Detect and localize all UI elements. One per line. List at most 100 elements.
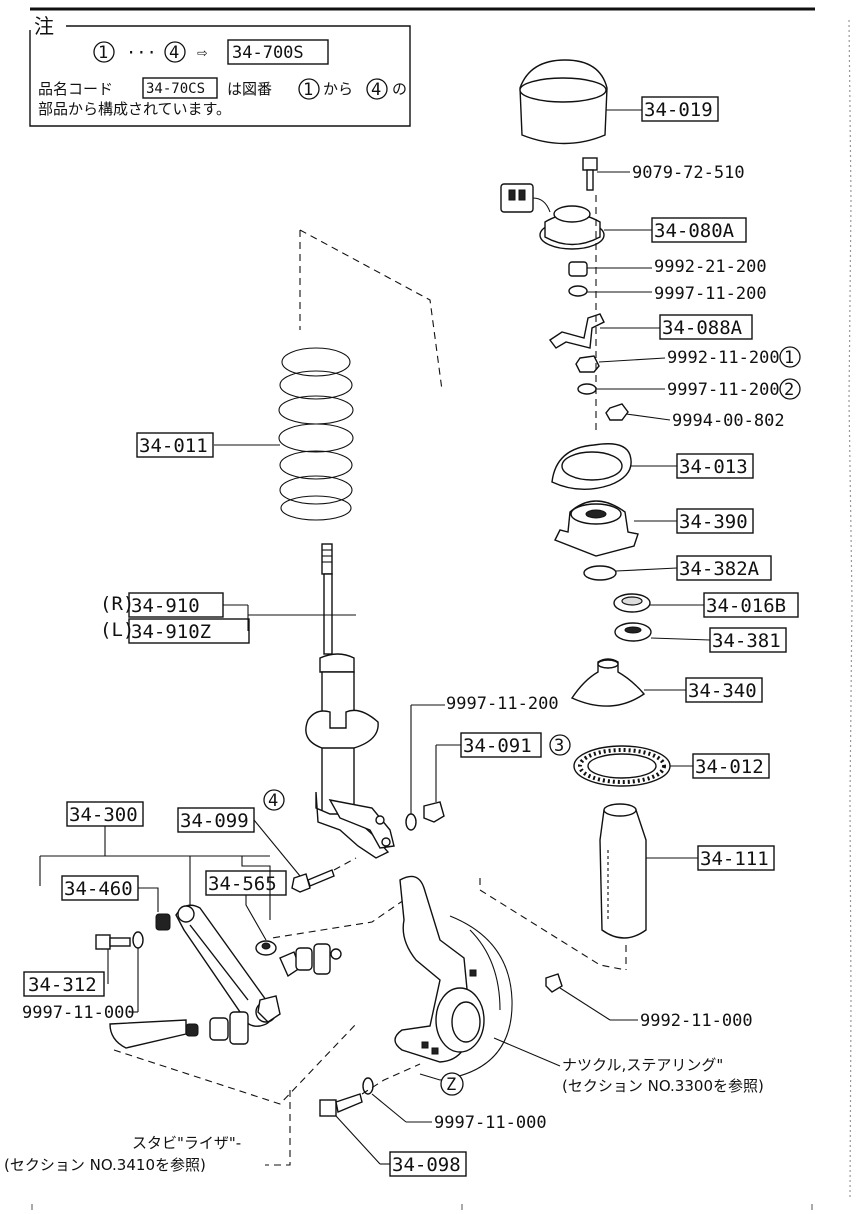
part-bushing-565 — [255, 940, 277, 956]
part-washer-382A — [583, 565, 678, 581]
label-l: (L) — [100, 619, 134, 641]
label-9997-11-200-c: 9997-11-200 — [446, 694, 559, 714]
part-nut-9992-11-000 — [545, 973, 638, 1021]
label-34-111: 34-111 — [700, 848, 769, 870]
part-nut-9994 — [605, 403, 671, 421]
part-seat — [614, 622, 711, 642]
note-box: 注 1 ··· 4 ⇨ 34-700S 品名コード 34-70CS は図番 1 … — [29, 14, 411, 127]
mark-2: 2 — [784, 380, 794, 400]
note-range-dots: ··· — [126, 43, 157, 63]
label-34-312: 34-312 — [28, 974, 97, 996]
note-line2-no: の — [392, 80, 407, 98]
part-lower-arm — [155, 904, 281, 1027]
note-line2-from: 1 — [303, 80, 313, 100]
label-34-099: 34-099 — [180, 810, 249, 832]
part-bolt-312 — [95, 934, 131, 984]
label-34-382A: 34-382A — [679, 558, 760, 580]
label-34-016B: 34-016B — [706, 595, 786, 617]
part-gasket — [551, 443, 677, 490]
label-9992-11-200: 9992-11-200 — [667, 348, 780, 368]
note-line2-mid: は図番 — [227, 80, 272, 98]
leader-dash-z1 — [271, 899, 405, 939]
part-washer-c — [405, 704, 445, 831]
mark-1: 1 — [784, 348, 794, 368]
leader-34-300 — [39, 826, 271, 920]
part-coil-spring — [214, 347, 354, 521]
part-washer-d — [130, 931, 144, 1013]
mark-4: 4 — [268, 791, 278, 811]
part-spring-seat — [570, 658, 686, 707]
label-9997-11-200-a: 9997-11-200 — [654, 284, 767, 304]
label-34-565: 34-565 — [208, 873, 277, 895]
part-washer-e — [362, 1077, 432, 1123]
leader-dash-stab-2 — [265, 1090, 291, 1166]
note-line3: 部品から構成されています。 — [38, 100, 231, 118]
part-actuator — [500, 183, 652, 250]
page-right-edge — [848, 19, 853, 1201]
label-r: (R) — [100, 593, 134, 615]
part-bolt-9079 — [582, 157, 630, 191]
note-range-start: 1 — [98, 43, 108, 63]
leader-dash-spring — [299, 229, 443, 391]
label-knuckle-ref: (セクション NO.3300を参照) — [562, 1077, 764, 1095]
leader-34-460 — [138, 887, 159, 912]
leader-34-565 — [245, 895, 267, 941]
label-34-013: 34-013 — [679, 456, 748, 478]
part-bump-stop — [599, 803, 698, 939]
part-rubber-seat — [573, 745, 693, 787]
note-assembly-code: 34-700S — [232, 43, 304, 63]
leader-dash-boot — [479, 878, 627, 971]
note-line2-to: 4 — [371, 80, 381, 100]
part-spacer-9992-21 — [568, 261, 652, 277]
label-9997-11-200-b: 9997-11-200 — [667, 380, 780, 400]
label-34-340: 34-340 — [688, 680, 757, 702]
note-line2-kara: から — [323, 80, 353, 98]
note-heading: 注 — [34, 14, 54, 38]
label-34-012: 34-012 — [695, 756, 764, 778]
leader-dash-stab — [113, 1023, 357, 1105]
leader-dash-bolt — [333, 857, 357, 871]
note-range-end: 4 — [169, 43, 179, 63]
label-stabilizer-ref: (セクション NO.3410を参照) — [4, 1156, 206, 1174]
part-bolt-099 — [253, 819, 335, 893]
label-34-300: 34-300 — [69, 804, 138, 826]
part-washer-a — [568, 285, 652, 297]
label-34-910: 34-910 — [131, 595, 200, 617]
label-34-019: 34-019 — [644, 99, 713, 121]
label-34-080A: 34-080A — [654, 220, 735, 242]
part-nut-091 — [423, 744, 461, 823]
label-34-381: 34-381 — [712, 630, 781, 652]
label-9997-11-000-b: 9997-11-000 — [434, 1113, 547, 1133]
label-9992-11-000: 9992-11-000 — [640, 1011, 753, 1031]
part-stabilizer-bushings — [109, 943, 342, 1049]
part-strut-mount — [554, 500, 677, 557]
label-34-390: 34-390 — [679, 511, 748, 533]
note-line2-prefix: 品名コード — [38, 80, 113, 98]
label-34-011: 34-011 — [139, 435, 208, 457]
label-34-088A: 34-088A — [662, 317, 743, 339]
leader-dash-bolt-098 — [361, 1063, 421, 1095]
label-knuckle: ナツクル,ステアリング" — [562, 1056, 723, 1074]
note-arrow: ⇨ — [197, 43, 208, 63]
label-9994-00-802: 9994-00-802 — [672, 411, 785, 431]
label-34-460: 34-460 — [64, 878, 133, 900]
part-knuckle — [394, 875, 513, 1081]
mark-z-2: Z — [446, 1075, 456, 1095]
label-34-098: 34-098 — [392, 1154, 461, 1176]
part-washer-b — [577, 383, 665, 395]
part-bolt-098 — [319, 1093, 390, 1165]
label-9997-11-000-a: 9997-11-000 — [22, 1003, 135, 1023]
label-9992-21-200: 9992-21-200 — [654, 257, 767, 277]
part-dust-cap — [519, 59, 642, 145]
mark-3: 3 — [554, 736, 564, 756]
part-bracket — [548, 313, 660, 349]
part-bearing — [613, 593, 704, 613]
label-34-910Z: 34-910Z — [131, 621, 211, 643]
label-9079-72-510: 9079-72-510 — [632, 163, 745, 183]
note-line2-code: 34-70CS — [146, 81, 205, 97]
leader-knuckle — [493, 1037, 561, 1067]
label-34-091: 34-091 — [463, 735, 532, 757]
part-strut — [248, 543, 395, 859]
label-stabilizer: スタビ"ライザ"- — [132, 1134, 241, 1152]
